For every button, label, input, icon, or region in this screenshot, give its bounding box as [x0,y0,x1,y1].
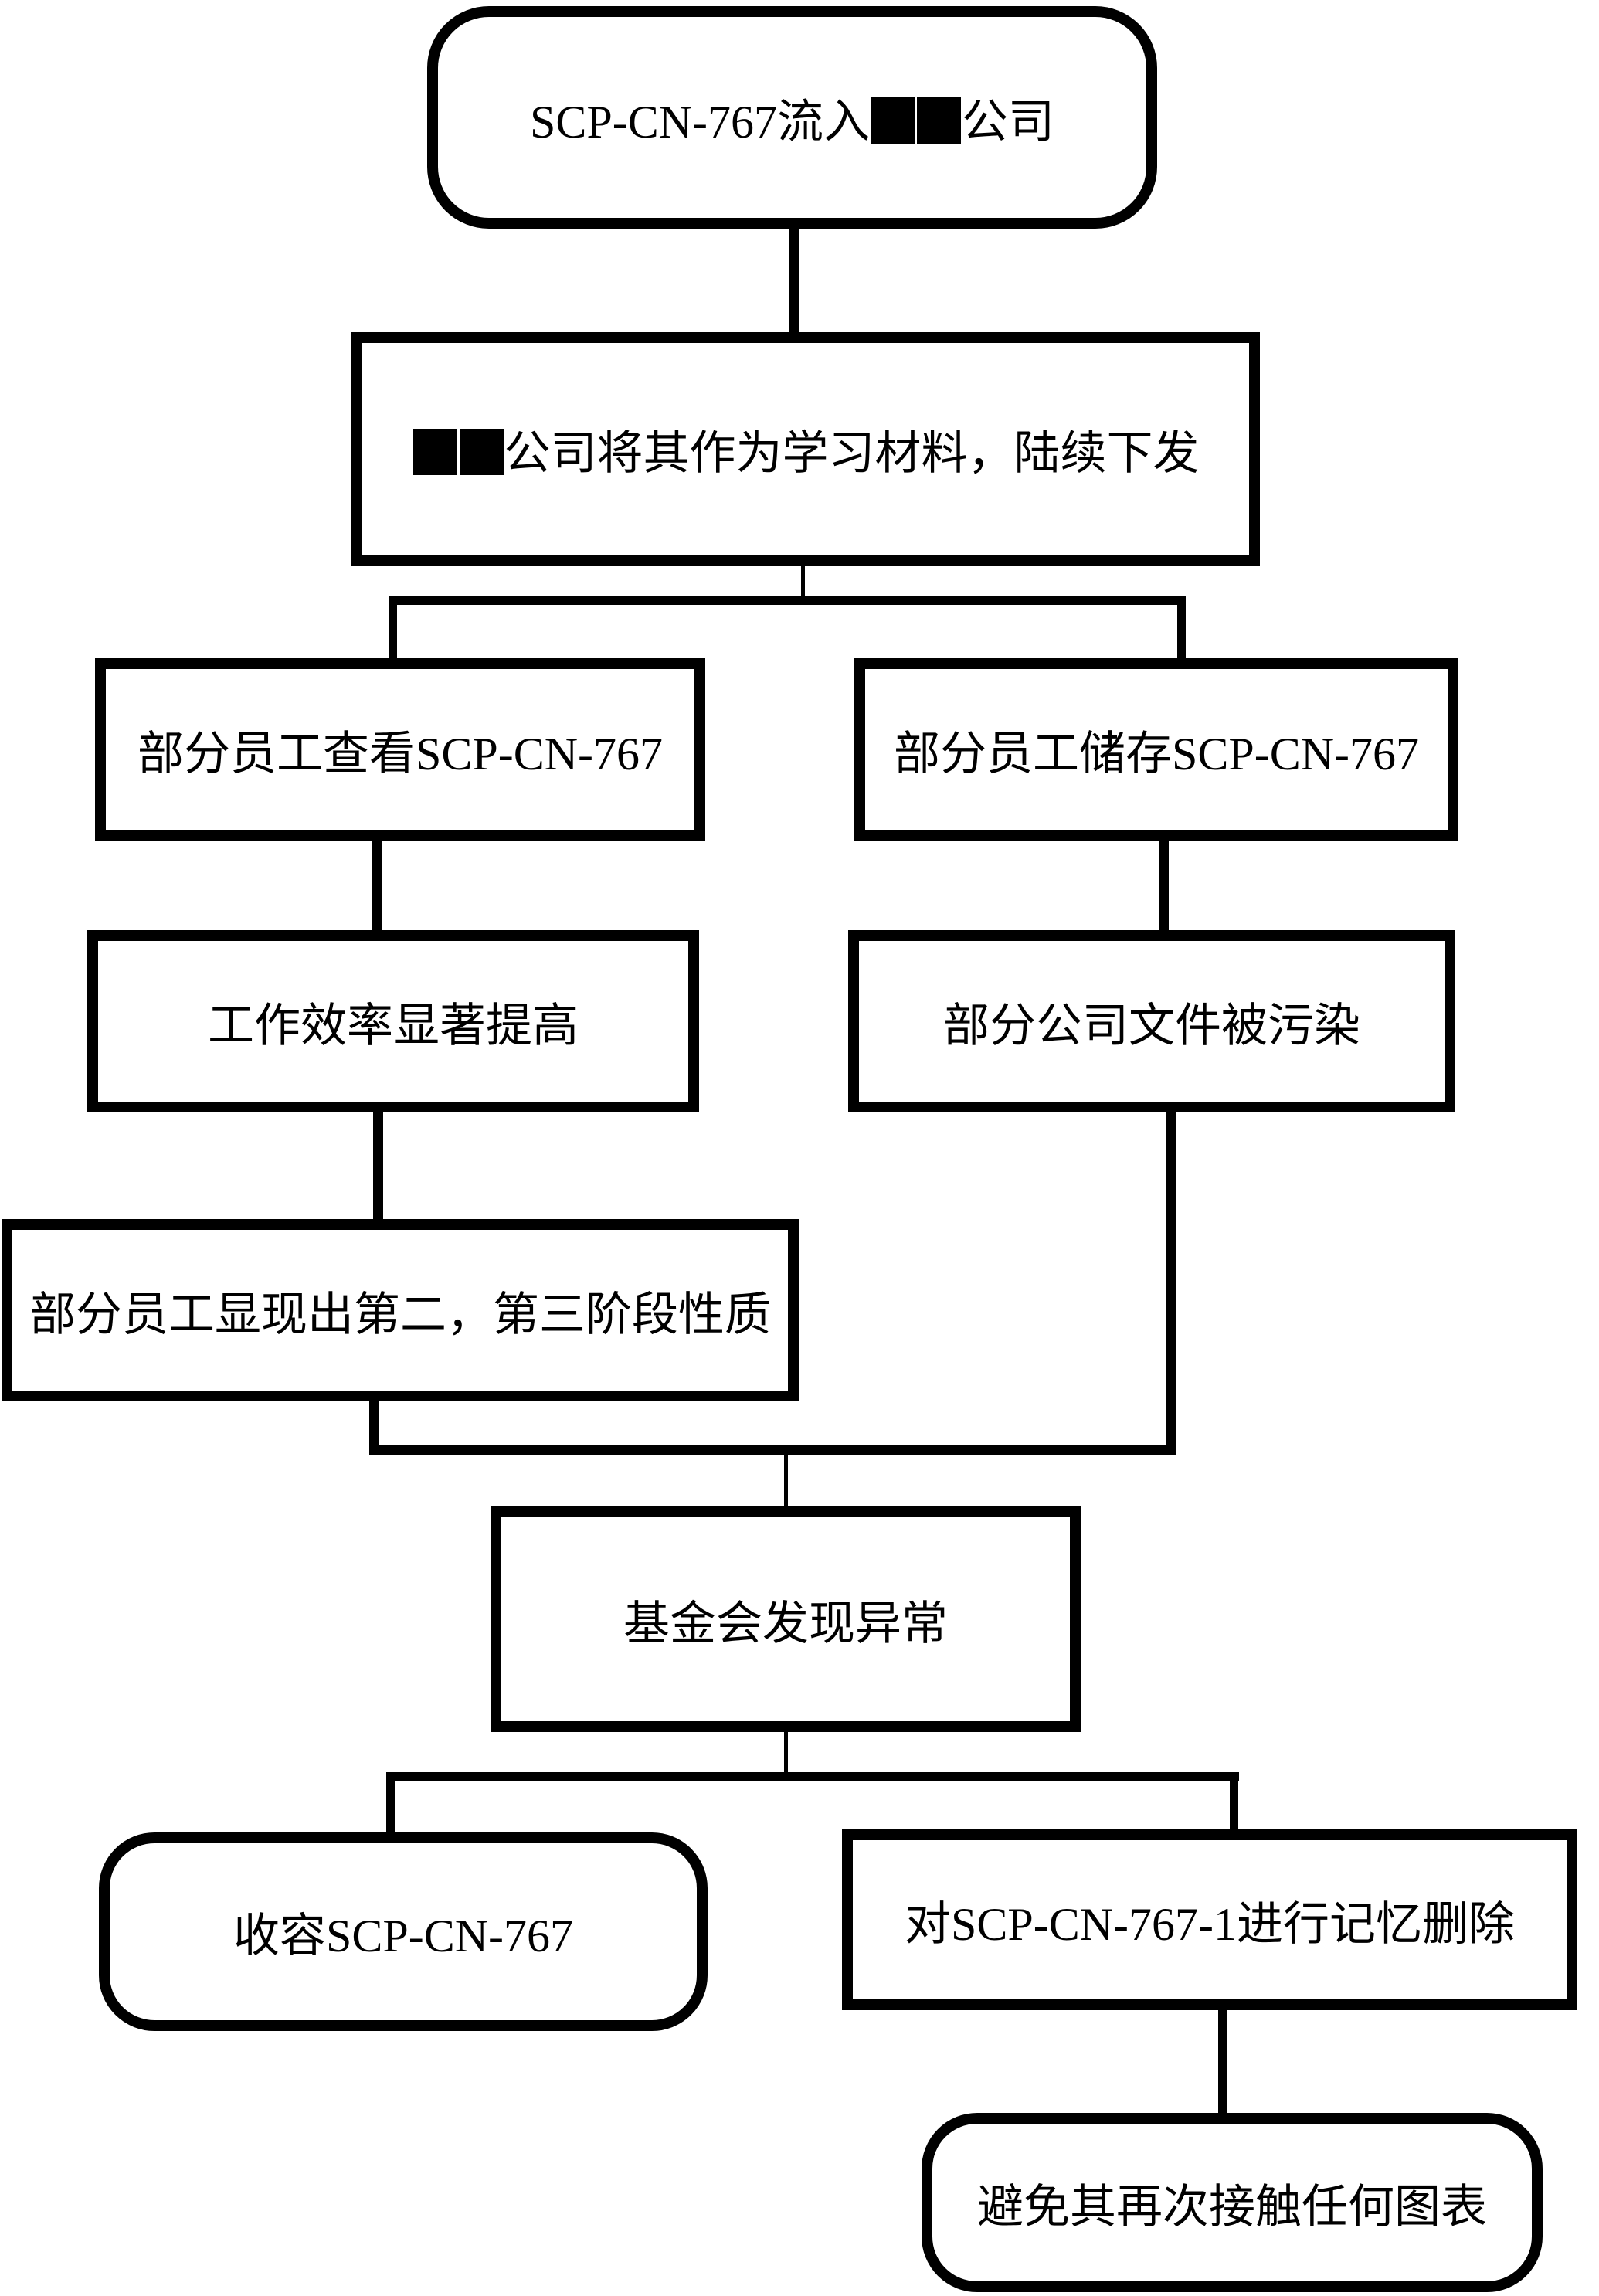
edge-distribute-split-bar [389,596,1186,605]
edge-store-to-contamination [1159,836,1169,933]
edge-stages-to-merge [369,1397,379,1451]
node-text: 公司将其作为学习材料，陆续下发 [412,416,1200,483]
node-amnestic-treatment: 对SCP-CN-767-1进行记忆删除 [842,1829,1577,2010]
node-employees-store-scp: 部分员工储存SCP-CN-767 [854,658,1458,841]
edge-distribute-to-store-drop [1177,596,1186,663]
edge-distribute-to-view-drop [389,596,397,663]
edge-distribute-split-stem [801,562,805,601]
node-scp-cn-767-inflow: SCP-CN-767流入公司 [427,6,1157,229]
node-stage-two-three-properties: 部分员工显现出第二，第三阶段性质 [2,1219,799,1401]
edge-merge-bar [369,1445,1176,1455]
edge-amnestic-to-avoid [1218,2007,1227,2115]
node-avoid-contact-with-charts: 避免其再次接触任何图表 [922,2113,1543,2292]
edge-discovery-split-stem [784,1729,788,1777]
node-text: 部分员工储存SCP-CN-767 [893,728,1420,779]
node-text: 基金会发现异常 [623,1598,948,1649]
edge-merge-to-discovery [784,1452,788,1510]
node-text: 工作效率显著提高 [208,1000,579,1051]
node-efficiency-increase: 工作效率显著提高 [87,930,699,1112]
node-documents-contaminated: 部分公司文件被污染 [848,930,1455,1112]
redaction-block [871,97,962,144]
node-text: 对SCP-CN-767-1进行记忆删除 [904,1898,1516,1950]
node-contain-scp: 收容SCP-CN-767 [99,1832,708,2031]
node-text: 收容SCP-CN-767 [233,1911,574,1961]
redaction-block [412,428,504,475]
edge-discovery-split-bar [386,1772,1239,1781]
node-text: 部分公司文件被污染 [943,1000,1360,1051]
edge-efficiency-to-stages [373,1108,383,1222]
edge-contamination-to-merge [1166,1108,1176,1455]
node-text: 部分员工查看SCP-CN-767 [137,728,664,779]
node-text: 避免其再次接触任何图表 [977,2181,1487,2233]
edge-discovery-to-amnestic-drop [1230,1772,1238,1832]
node-company-distributes-material: 公司将其作为学习材料，陆续下发 [351,332,1260,566]
edge-inflow-to-distribute [789,224,800,335]
edge-view-to-efficiency [372,836,382,933]
node-employees-view-scp: 部分员工查看SCP-CN-767 [95,658,705,841]
node-text: SCP-CN-767流入公司 [529,96,1055,148]
node-text: 部分员工显现出第二，第三阶段性质 [29,1289,771,1340]
edge-discovery-to-contain-drop [386,1772,395,1836]
node-foundation-discovers-anomaly: 基金会发现异常 [491,1506,1081,1732]
